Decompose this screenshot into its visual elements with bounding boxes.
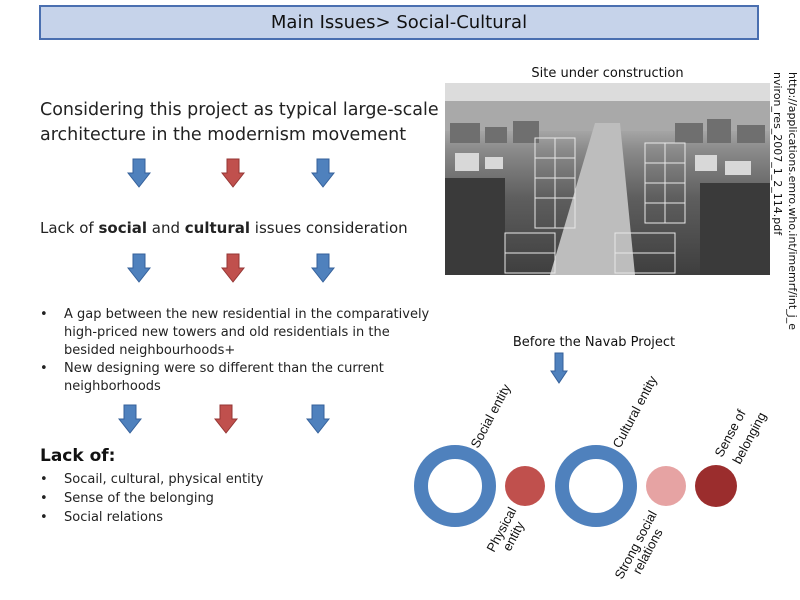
gap-bullet-list: • A gap between the new residential in t… — [40, 306, 440, 396]
before-navab-label: Before the Navab Project — [512, 335, 676, 350]
bullet-marker: • — [40, 307, 48, 322]
photo-caption: Site under construction — [531, 66, 684, 81]
lack-social: social — [98, 219, 148, 237]
sense-belonging-circle — [695, 465, 737, 507]
lack-of-list: • Socail, cultural, physical entity • Se… — [40, 470, 340, 527]
intro-line-1: Considering this project as typical larg… — [40, 100, 439, 120]
intro-line-2: architecture in the modernism movement — [40, 125, 407, 145]
down-arrow-icon — [306, 404, 330, 434]
lack-of-item: Socail, cultural, physical entity — [64, 472, 264, 487]
strong-relations-circle — [646, 466, 686, 506]
intro-text: Considering this project as typical larg… — [40, 98, 440, 148]
bullet-marker: • — [40, 472, 48, 487]
bullet-text: New designing were so different than the… — [64, 361, 384, 394]
bullet-marker: • — [40, 510, 48, 525]
list-item: • A gap between the new residential in t… — [40, 306, 440, 360]
lack-and: and — [147, 219, 185, 237]
lack-of-item: Sense of the belonging — [64, 491, 214, 506]
physical-entity-circle — [505, 466, 545, 506]
lack-suffix: issues consideration — [250, 219, 408, 237]
down-arrow-icon — [127, 253, 151, 283]
down-arrow-icon — [550, 352, 568, 384]
down-arrow-icon — [127, 158, 151, 188]
list-item: • New designing were so different than t… — [40, 360, 440, 396]
slide-title: Main Issues> Social-Cultural — [39, 5, 759, 40]
cultural-entity-label: Cultural entity — [609, 373, 660, 451]
down-arrow-icon — [221, 253, 245, 283]
list-item: • Social relations — [40, 508, 340, 527]
lack-consideration-text: Lack of social and cultural issues consi… — [40, 219, 408, 237]
list-item: • Sense of the belonging — [40, 489, 340, 508]
down-arrow-icon — [311, 158, 335, 188]
down-arrow-icon — [118, 404, 142, 434]
social-entity-ring — [414, 445, 496, 527]
bullet-marker: • — [40, 491, 48, 506]
city-skyline-image — [445, 83, 770, 275]
lack-cultural: cultural — [184, 219, 251, 237]
slide-title-text: Main Issues> Social-Cultural — [270, 12, 528, 33]
construction-site-photo — [445, 83, 770, 275]
lack-of-heading: Lack of: — [40, 446, 116, 466]
cultural-entity-ring — [555, 445, 637, 527]
lack-of-item: Social relations — [64, 510, 163, 525]
lack-prefix: Lack of — [40, 219, 99, 237]
down-arrow-icon — [311, 253, 335, 283]
down-arrow-icon — [214, 404, 238, 434]
list-item: • Socail, cultural, physical entity — [40, 470, 340, 489]
bullet-text: A gap between the new residential in the… — [64, 307, 430, 358]
social-entity-label: Social entity — [467, 381, 513, 450]
down-arrow-icon — [221, 158, 245, 188]
bullet-marker: • — [40, 361, 48, 376]
